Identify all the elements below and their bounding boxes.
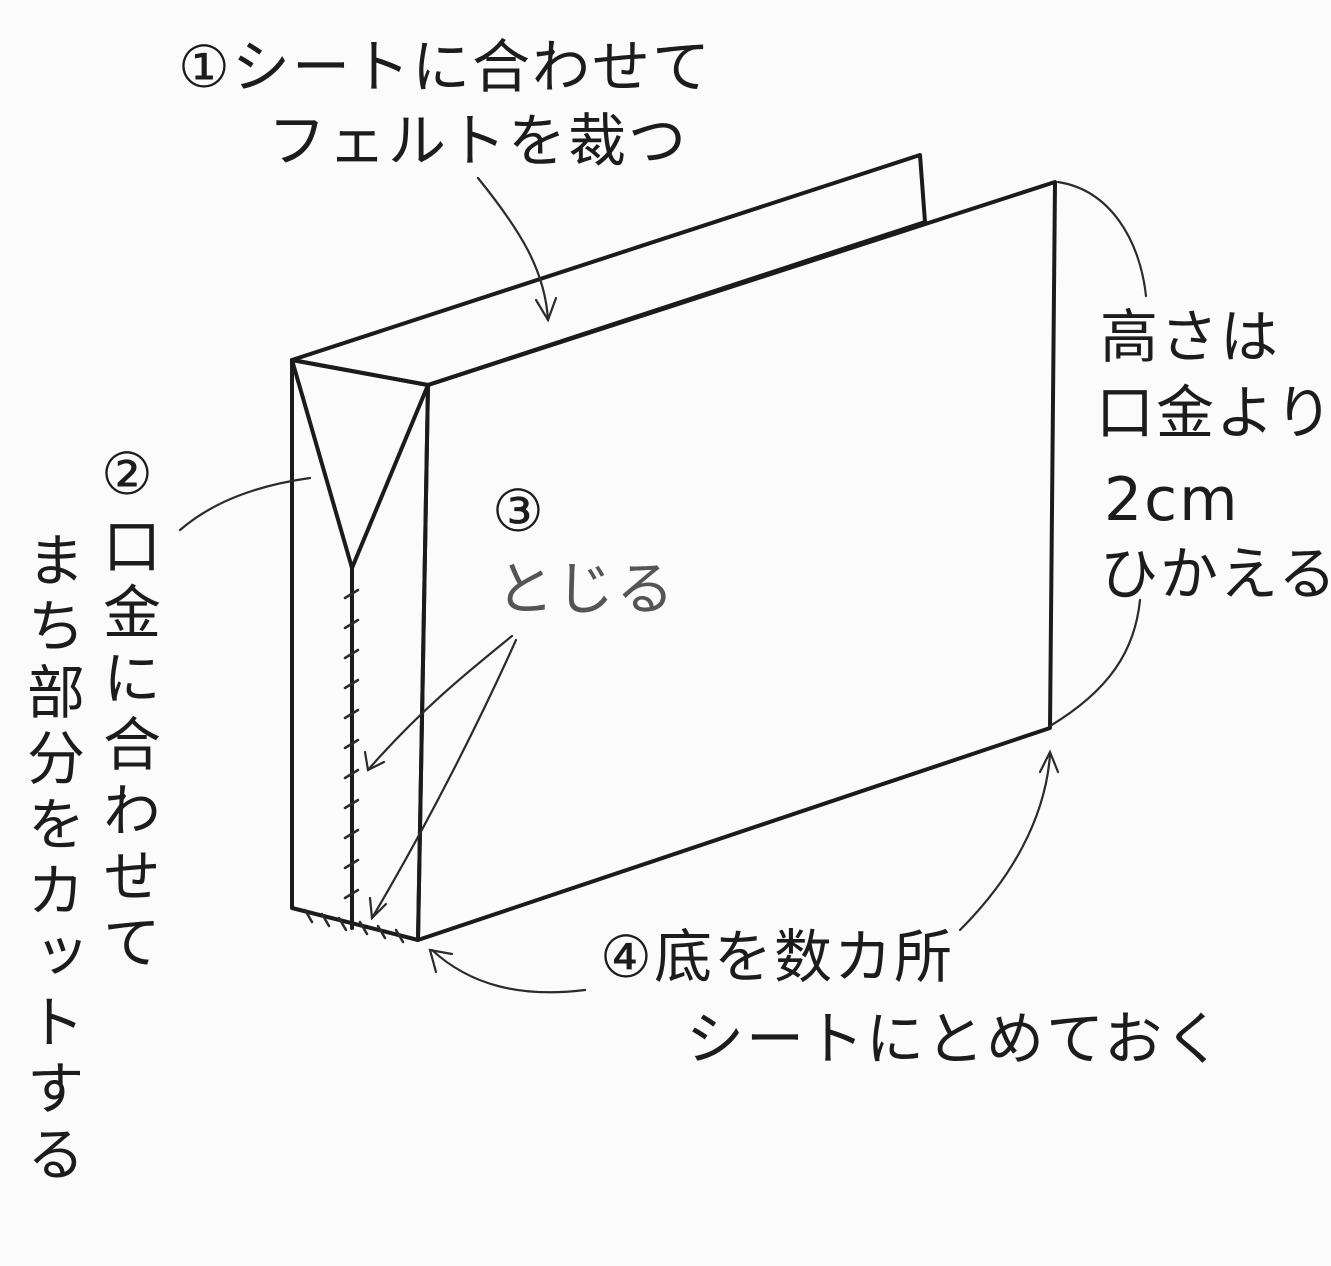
leader-step4-right (958, 753, 1052, 932)
step4-label-line1: ④底を数カ所 (600, 923, 954, 991)
leader-step2 (178, 476, 312, 532)
step3-label: とじる (496, 555, 677, 623)
step1-label-line2: フェルトを裁つ (268, 107, 689, 175)
seam-stitches (343, 588, 360, 900)
step2-label-column2: まち部分をカットする (17, 530, 85, 1190)
bottom-stitches (303, 908, 405, 944)
height-note-line2: 口金より (1096, 379, 1331, 447)
height-note-line4: ひかえる (1100, 540, 1331, 608)
leader-step4-left (430, 948, 587, 994)
leader-step3-b (370, 638, 518, 920)
height-bracket-bottom (1048, 598, 1142, 728)
leader-step3-a (366, 634, 514, 772)
back-panel (290, 153, 927, 387)
step3-number: ③ (492, 477, 546, 545)
step1-label-line1: ①シートに合わせて (178, 33, 712, 101)
leader-step1 (476, 176, 550, 322)
step4-label-line2: シートにとめておく (686, 1005, 1225, 1073)
front-panel (416, 180, 1057, 942)
height-note-line3: 2cm (1104, 465, 1240, 535)
height-note-line1: 高さは (1100, 303, 1281, 371)
gusset-side (290, 358, 430, 942)
step2-label-column1: ②口金に合わせて (93, 440, 161, 978)
gusset-v-cut (290, 358, 430, 570)
height-bracket-top (1056, 180, 1148, 298)
